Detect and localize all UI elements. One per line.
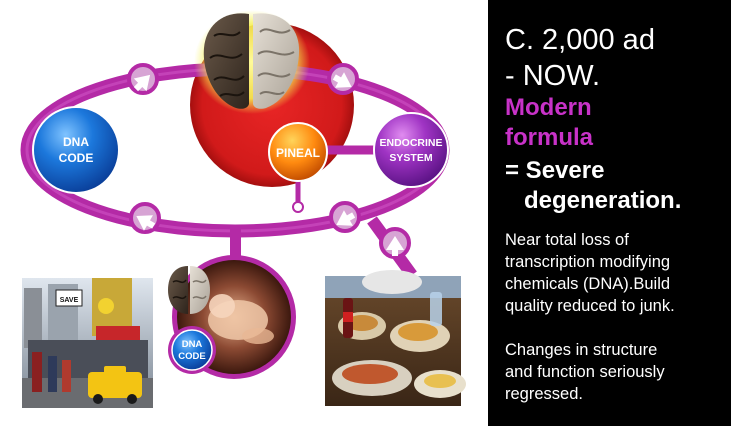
body1-line: transcription modifying	[505, 253, 671, 271]
formula-line-1: Modern	[505, 94, 592, 121]
body1-line: chemicals (DNA).Build	[505, 275, 671, 293]
body2-line: Changes in structure	[505, 341, 658, 359]
body-paragraph-1: Near total loss of transcription modifyi…	[505, 229, 727, 317]
dna-code-label-2: CODE	[59, 151, 94, 165]
result-line-2: degeneration.	[524, 187, 682, 214]
formula-line-2: formula	[505, 124, 594, 151]
arrow-badge-bottom-right	[329, 201, 361, 233]
arrow-badge-top-right	[327, 63, 359, 95]
period-line-1: C. 2,000 ad	[505, 24, 655, 56]
body1-line: Near total loss of	[505, 231, 629, 249]
formula-heading: Modern formula	[505, 93, 725, 153]
street-sign-text: SAVE	[60, 297, 79, 304]
link-knot	[292, 201, 304, 213]
body2-line: regressed.	[505, 385, 583, 403]
cycle-diagram: DNA CODE ENDOCRINE SYSTEM PINEAL SAVE	[20, 10, 466, 408]
small-dna-label-1: DNA	[182, 339, 203, 350]
small-dna-code-node: DNA CODE	[168, 326, 216, 374]
body1-line: quality reduced to junk.	[505, 297, 675, 315]
pineal-label: PINEAL	[276, 146, 320, 160]
body2-line: and function seriously	[505, 363, 665, 381]
pineal-node: PINEAL	[268, 122, 328, 182]
small-brain-image	[168, 266, 210, 314]
dna-code-node: DNA CODE	[32, 106, 120, 194]
body-paragraph-2: Changes in structure and function seriou…	[505, 339, 727, 405]
junk-food-photo	[325, 270, 466, 406]
arrow-badge-food	[379, 227, 411, 259]
city-street-photo: SAVE	[22, 278, 153, 408]
endocrine-label-2: SYSTEM	[389, 152, 432, 164]
endocrine-system-node: ENDOCRINE SYSTEM	[373, 112, 449, 188]
endocrine-label-1: ENDOCRINE	[379, 137, 442, 149]
arrow-badge-bottom-left	[129, 202, 161, 234]
result-line-1: = Severe	[505, 157, 605, 184]
arrow-badge-top-left	[127, 63, 159, 95]
dna-code-label-1: DNA	[63, 135, 89, 149]
brain-image	[203, 13, 300, 109]
text-panel	[488, 0, 731, 426]
period-heading: C. 2,000 ad - NOW.	[505, 22, 725, 94]
stem-to-womb	[230, 225, 241, 265]
small-dna-label-2: CODE	[178, 351, 205, 362]
period-line-2: - NOW.	[505, 60, 601, 92]
